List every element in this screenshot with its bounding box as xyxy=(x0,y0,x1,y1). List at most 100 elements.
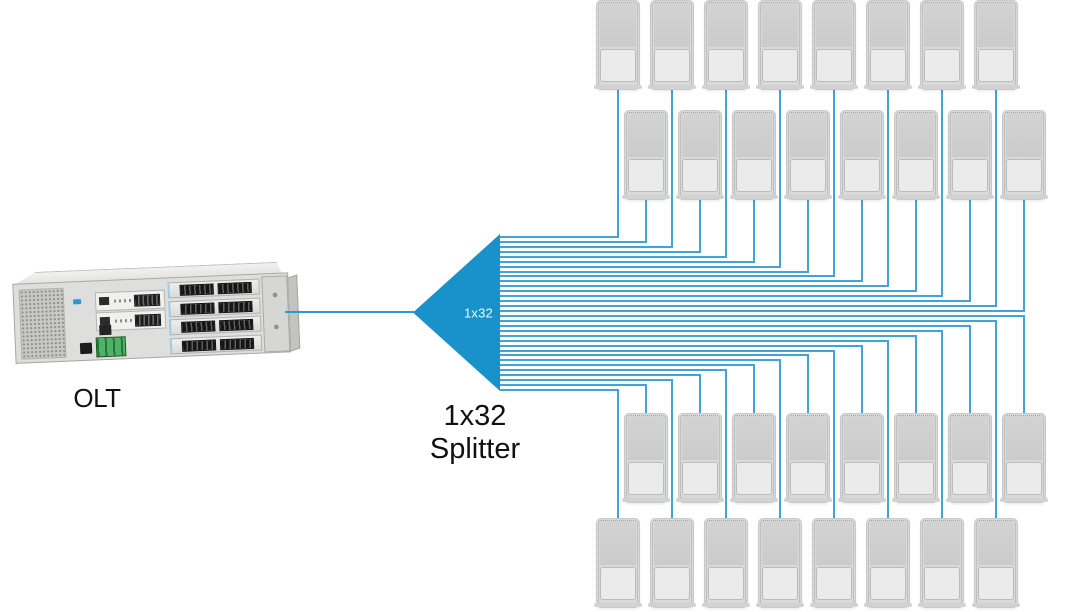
ont-device xyxy=(918,1,966,89)
ont-device xyxy=(864,519,912,607)
ont-lower-panel xyxy=(898,159,934,192)
ont-base-flange xyxy=(838,195,886,199)
fiber-link-horizontal xyxy=(500,379,673,381)
olt-port-icon xyxy=(98,296,110,306)
ont-base-flange xyxy=(892,498,940,502)
olt-connector-icon xyxy=(133,293,161,307)
splitter-caption-line2: Splitter xyxy=(429,433,521,465)
ont-device xyxy=(784,111,832,199)
ont-lower-panel xyxy=(978,49,1014,82)
ont-upper-panel xyxy=(870,521,906,565)
ont-device xyxy=(946,414,994,502)
ont-device xyxy=(676,111,724,199)
ont-base-flange xyxy=(756,85,804,89)
fiber-link-horizontal xyxy=(500,236,619,238)
olt-control-module xyxy=(94,289,166,312)
fiber-link-vertical xyxy=(969,325,971,416)
ont-base-flange xyxy=(784,498,832,502)
ont-base-flange xyxy=(730,195,778,199)
ont-device xyxy=(918,519,966,607)
olt-sfp-port-group xyxy=(218,300,253,313)
ont-device xyxy=(972,1,1020,89)
ont-lower-panel xyxy=(978,567,1014,600)
ont-device xyxy=(622,111,670,199)
ont-upper-panel xyxy=(952,113,988,157)
ont-device xyxy=(810,519,858,607)
fiber-link-vertical xyxy=(671,379,673,521)
ont-lower-panel xyxy=(600,567,636,600)
ont-base-flange xyxy=(972,603,1020,607)
fiber-link-vertical xyxy=(779,359,781,521)
fiber-link-vertical xyxy=(645,384,647,416)
fiber-link-vertical xyxy=(941,87,943,297)
ont-lower-panel xyxy=(790,159,826,192)
ont-upper-panel xyxy=(682,113,718,157)
ont-device xyxy=(1000,111,1048,199)
fiber-link-vertical xyxy=(725,87,727,258)
fiber-link-horizontal xyxy=(500,271,809,273)
fiber-link-vertical xyxy=(671,87,673,248)
fiber-link-vertical xyxy=(833,87,835,277)
ont-device xyxy=(730,111,778,199)
ont-upper-panel xyxy=(762,3,798,47)
ont-base-flange xyxy=(946,498,994,502)
olt-chassis xyxy=(6,258,302,374)
ont-upper-panel xyxy=(816,3,852,47)
ont-upper-panel xyxy=(844,416,880,460)
ont-upper-panel xyxy=(898,416,934,460)
fiber-link-vertical xyxy=(833,350,835,521)
ont-device xyxy=(1000,414,1048,502)
ont-upper-panel xyxy=(816,521,852,565)
ont-base-flange xyxy=(648,603,696,607)
fiber-link-vertical xyxy=(617,87,619,238)
olt-led-row xyxy=(114,298,135,303)
ont-base-flange xyxy=(676,195,724,199)
ont-lower-panel xyxy=(816,49,852,82)
ont-device xyxy=(972,519,1020,607)
olt-sfp-port-group xyxy=(179,283,214,296)
ont-lower-panel xyxy=(682,462,718,495)
ont-base-flange xyxy=(1000,498,1048,502)
ont-base-flange xyxy=(918,603,966,607)
fiber-link-horizontal xyxy=(500,335,917,337)
ont-device xyxy=(730,414,778,502)
olt-sfp-port-group xyxy=(219,337,255,350)
olt-vent-grille xyxy=(18,287,67,360)
splitter-caption-line1: 1x32 xyxy=(443,400,507,432)
splitter-shape: 1x32 xyxy=(413,234,500,391)
ont-lower-panel xyxy=(844,462,880,495)
fiber-link-vertical xyxy=(887,340,889,521)
ont-device xyxy=(784,414,832,502)
ont-upper-panel xyxy=(654,3,690,47)
ont-device xyxy=(594,519,642,607)
ont-upper-panel xyxy=(708,521,744,565)
olt-front-panel xyxy=(12,272,292,364)
ont-base-flange xyxy=(730,498,778,502)
fiber-link-horizontal xyxy=(500,310,1025,312)
ont-upper-panel xyxy=(736,416,772,460)
ont-upper-panel xyxy=(790,416,826,460)
ont-upper-panel xyxy=(628,113,664,157)
ont-base-flange xyxy=(864,85,912,89)
ont-base-flange xyxy=(702,85,750,89)
ont-upper-panel xyxy=(898,113,934,157)
fiber-link-vertical xyxy=(753,364,755,416)
ont-upper-panel xyxy=(600,521,636,565)
ont-base-flange xyxy=(838,498,886,502)
ont-lower-panel xyxy=(682,159,718,192)
fiber-link-horizontal xyxy=(500,340,889,342)
ont-lower-panel xyxy=(790,462,826,495)
ont-base-flange xyxy=(918,85,966,89)
ont-lower-panel xyxy=(600,49,636,82)
fiber-link-horizontal xyxy=(500,364,755,366)
fiber-link-horizontal xyxy=(500,280,863,282)
ont-lower-panel xyxy=(1006,462,1042,495)
olt-line-card-slots xyxy=(167,278,263,354)
ont-lower-panel xyxy=(654,49,690,82)
ont-upper-panel xyxy=(1006,113,1042,157)
ont-base-flange xyxy=(622,195,670,199)
fiber-link-horizontal xyxy=(500,359,781,361)
olt-aux-connector xyxy=(99,324,112,336)
fiber-link-vertical xyxy=(753,197,755,263)
olt-line-card xyxy=(168,315,262,336)
